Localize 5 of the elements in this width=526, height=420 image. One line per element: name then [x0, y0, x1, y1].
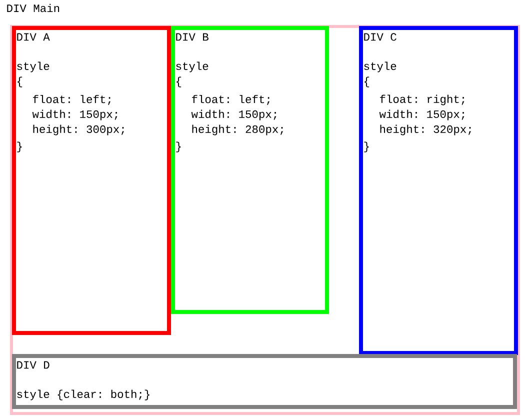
div-box: DIV B style { float: left; width: 150px; height: 280px; }	[171, 26, 329, 314]
div-box: DIV C style { float: right; width: 150px; height: 320px; }	[359, 26, 518, 355]
div-box: DIV D style {clear: both;}	[12, 354, 517, 409]
div-box: DIV A style { float: left; width: 150px; height: 300px; }	[12, 26, 171, 335]
node-label: DIV Main	[7, 4, 60, 12]
